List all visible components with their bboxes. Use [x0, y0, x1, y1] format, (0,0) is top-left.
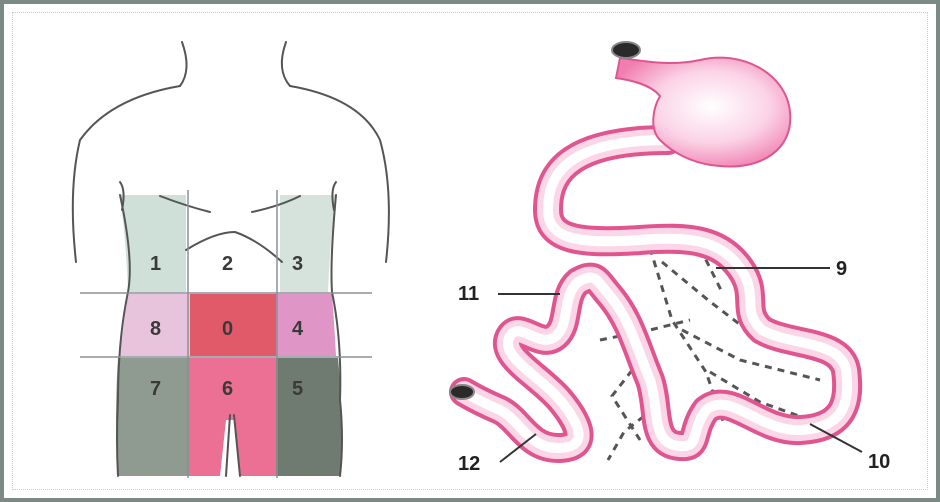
digestive-diagram: 9 10 11 12	[450, 42, 890, 475]
region-7	[116, 358, 190, 476]
region-label-8: 8	[150, 318, 161, 340]
region-label-4: 4	[292, 318, 304, 340]
region-label-2: 2	[222, 253, 233, 275]
label-10: 10	[868, 451, 890, 473]
label-12: 12	[458, 453, 480, 475]
region-6	[190, 358, 276, 476]
region-label-3: 3	[292, 253, 303, 275]
ileum-opening	[450, 385, 474, 399]
region-label-7: 7	[150, 378, 161, 400]
region-label-5: 5	[292, 378, 303, 400]
label-9: 9	[836, 258, 847, 280]
region-4	[276, 294, 336, 356]
region-5	[276, 358, 342, 476]
region-label-6: 6	[222, 378, 233, 400]
torso-diagram: 1 2 3 8 0 4 7 6 5	[73, 42, 389, 478]
region-label-1: 1	[150, 253, 161, 275]
label-11: 11	[458, 283, 479, 305]
region-3	[280, 195, 336, 292]
region-label-0: 0	[222, 318, 233, 340]
esophagus-opening	[612, 42, 640, 58]
